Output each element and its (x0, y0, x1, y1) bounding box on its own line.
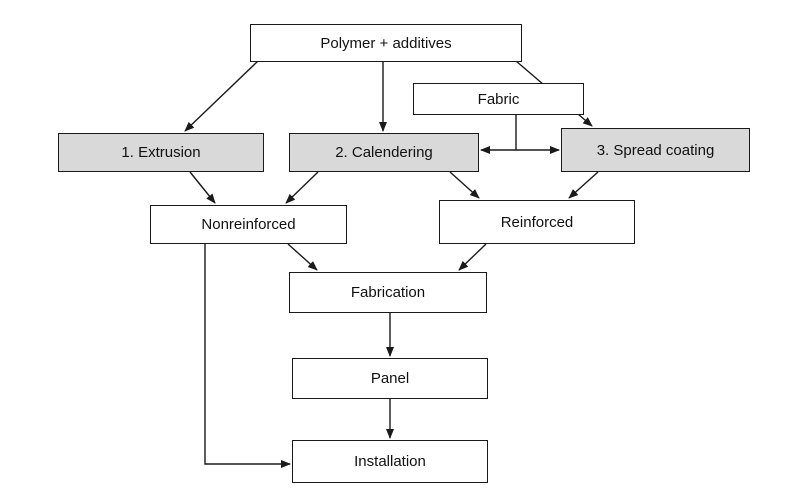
node-spread-coating: 3. Spread coating (561, 128, 750, 172)
arrow-polymer-to-extrusion (184, 60, 259, 132)
node-nonreinforced-label: Nonreinforced (201, 216, 296, 233)
node-calendering-label: 2. Calendering (335, 144, 433, 161)
arrow-calendering-to-nonreinforced (285, 171, 319, 204)
arrow-calendering-to-reinforced (449, 171, 480, 199)
node-spread-coating-label: 3. Spread coating (596, 141, 715, 159)
node-calendering: 2. Calendering (289, 133, 479, 172)
arrow-reinforced-to-fabrication (458, 243, 487, 271)
node-reinforced: Reinforced (439, 200, 635, 244)
node-panel-label: Panel (370, 370, 410, 387)
node-fabric-label: Fabric (477, 90, 520, 108)
node-reinforced-label: Reinforced (500, 213, 574, 231)
node-extrusion: 1. Extrusion (58, 133, 264, 172)
node-extrusion-label: 1. Extrusion (121, 144, 201, 161)
arrow-spread-coating-to-reinforced (568, 171, 599, 199)
arrow-nonreinforced-to-installation (204, 244, 291, 468)
node-fabric: Fabric (413, 83, 584, 115)
node-polymer-additives: Polymer + additives (250, 24, 522, 62)
node-fabrication-label: Fabrication (350, 284, 426, 301)
node-installation-label: Installation (354, 453, 426, 470)
node-polymer-additives-label: Polymer + additives (320, 34, 452, 52)
node-panel: Panel (292, 358, 488, 399)
node-nonreinforced: Nonreinforced (150, 205, 347, 244)
node-installation: Installation (292, 440, 488, 483)
node-fabrication: Fabrication (289, 272, 487, 313)
arrow-extrusion-to-nonreinforced (189, 171, 216, 204)
arrow-nonreinforced-to-fabrication (287, 243, 318, 271)
